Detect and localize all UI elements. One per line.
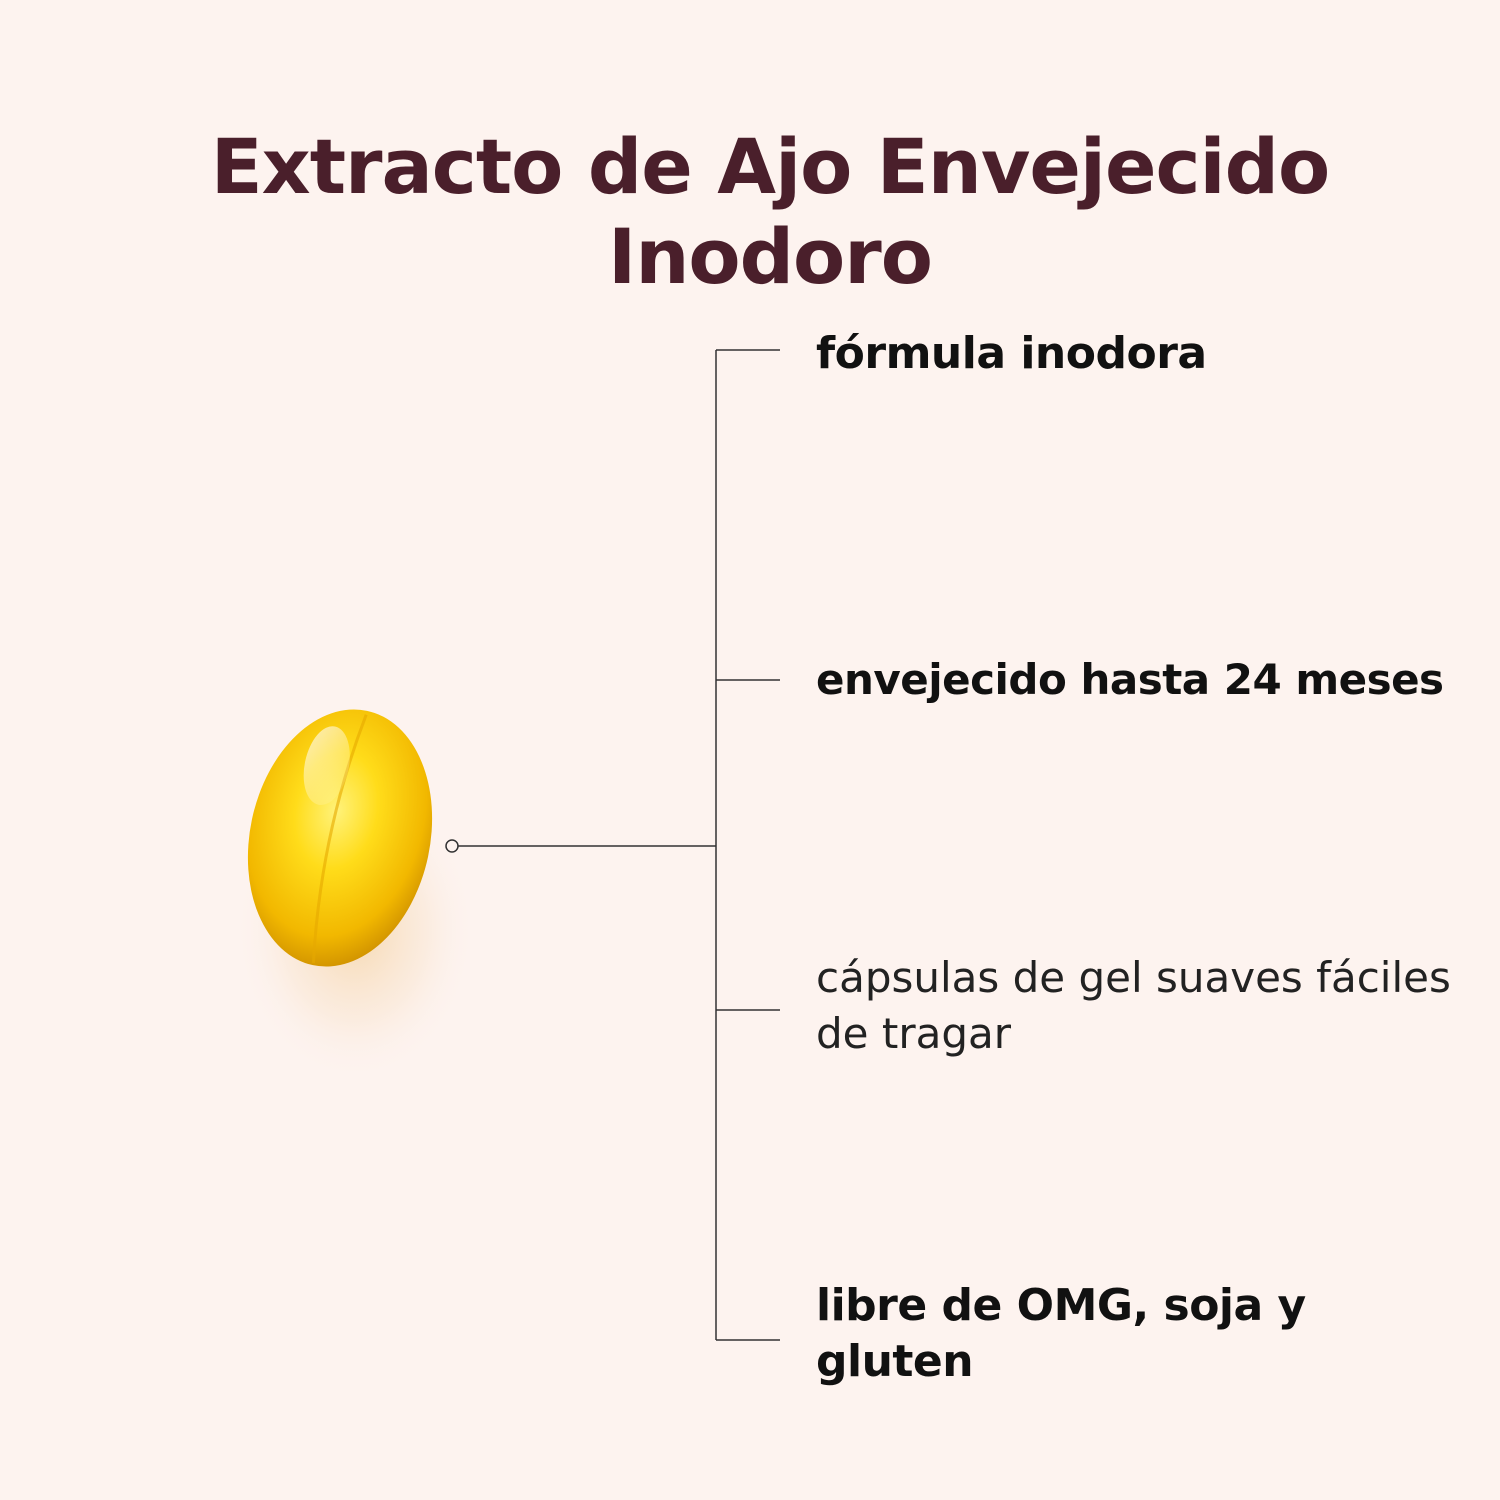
softgel-capsule-image [200, 660, 500, 1080]
feature-gmo-soy-gluten-free: libre de OMG, soja y gluten [816, 1280, 1306, 1387]
capsule-icon [235, 709, 475, 1080]
page-title-line-1: Extracto de Ajo Envejecido [210, 122, 1330, 211]
feature-odorless-formula: fórmula inodora [816, 328, 1207, 379]
page-title: Extracto de Ajo Envejecido Inodoro [0, 122, 1500, 302]
connector-dot [445, 839, 459, 853]
feature-aged-24-months: envejecido hasta 24 meses [816, 655, 1444, 704]
feature-easy-swallow-softgels: cápsulas de gel suaves fáciles de tragar [816, 953, 1451, 1058]
page-title-line-2: Inodoro [608, 212, 933, 301]
